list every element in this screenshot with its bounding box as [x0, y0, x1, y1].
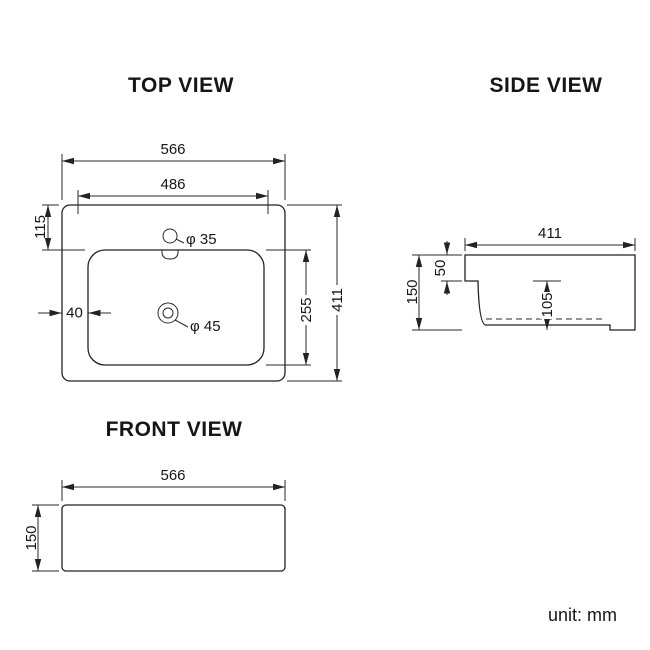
side-view-title: SIDE VIEW — [489, 74, 603, 97]
dim-front-overall-height: 150 — [23, 504, 59, 572]
dim-label-486: 486 — [160, 176, 185, 193]
dim-label-255: 255 — [298, 297, 315, 322]
drain-hole-label: φ 45 — [190, 318, 221, 335]
top-view-title: TOP VIEW — [128, 74, 234, 97]
front-view-title: FRONT VIEW — [105, 418, 243, 441]
dim-side-overall-height: 150 — [404, 254, 462, 331]
dim-label-50: 50 — [432, 260, 449, 277]
dim-top-inner-width: 486 — [77, 176, 269, 214]
dim-label-566-front: 566 — [160, 467, 185, 484]
basin-front-outline — [61, 504, 286, 572]
dim-top-side-offset: 40 — [38, 305, 111, 322]
faucet-leader-line — [175, 238, 185, 244]
faucet-hole-label: φ 35 — [186, 231, 217, 248]
dim-label-105: 105 — [539, 292, 556, 317]
dim-label-150-side: 150 — [404, 279, 421, 304]
basin-side-profile — [464, 254, 636, 331]
label-backing — [330, 285, 344, 315]
label-backing — [299, 295, 313, 325]
drain-hole-outer — [157, 302, 179, 324]
drain-hole-inner — [162, 307, 174, 319]
front-view-drawing — [61, 504, 286, 572]
dim-top-rim-offset: 115 — [32, 204, 85, 251]
overflow-slot — [161, 250, 179, 260]
top-view-drawing: φ 35 φ 45 — [61, 204, 286, 382]
dim-top-bowl-depth: 255 — [266, 249, 315, 366]
unit-label: unit: mm — [548, 605, 618, 625]
dim-side-front-edge-height: 50 — [432, 241, 462, 295]
label-backing — [540, 292, 554, 319]
dim-label-40: 40 — [66, 305, 83, 322]
faucet-hole — [162, 228, 178, 244]
dim-top-overall-depth: 411 — [287, 204, 346, 382]
dim-top-overall-width: 566 — [61, 141, 286, 200]
dim-label-411-side: 411 — [538, 225, 562, 242]
dim-label-566-top: 566 — [160, 141, 185, 158]
dim-side-overall-length: 411 — [464, 225, 636, 251]
basin-bowl-outline — [87, 249, 265, 366]
dim-label-115: 115 — [32, 215, 49, 239]
drain-leader-line — [174, 319, 189, 328]
dim-front-overall-width: 566 — [61, 467, 286, 501]
dim-label-411-top: 411 — [329, 288, 346, 312]
label-backing — [64, 306, 85, 320]
dim-label-150-front: 150 — [23, 525, 40, 550]
basin-outer-outline — [61, 204, 286, 382]
dim-side-bowl-depth: 105 — [539, 281, 556, 330]
